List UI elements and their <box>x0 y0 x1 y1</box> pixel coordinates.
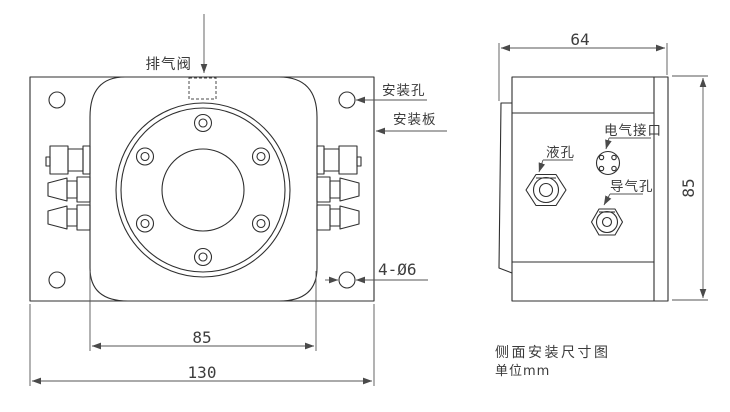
corner-mounting-hole-bottom-right <box>338 271 356 289</box>
side-view: 液孔 电气接口 导气孔 64 <box>498 30 708 302</box>
fitting-cylinder <box>323 148 340 172</box>
front-view: 排气阀 安装孔 <box>29 14 447 386</box>
bolt-hole <box>135 214 155 233</box>
fitting-nub <box>45 156 51 167</box>
left-fittings <box>45 145 91 231</box>
exhaust-valve-port <box>188 77 217 100</box>
air-port-fitting <box>590 208 624 236</box>
fitting-cylinder <box>329 208 341 227</box>
bolt-hole-inner <box>198 252 208 262</box>
body-outline <box>89 76 318 302</box>
bolt-hole-inner <box>256 218 266 229</box>
air-port-leader <box>603 193 612 206</box>
fitting-cylinder <box>329 180 341 199</box>
bolt-hole <box>251 214 271 233</box>
electrical-connector <box>595 150 621 176</box>
bolt-hole-inner <box>198 118 208 128</box>
fitting-head <box>338 145 358 175</box>
liquid-port-label: 液孔 <box>546 145 575 161</box>
bolt-hole <box>135 147 155 166</box>
center-bore-circle <box>161 148 245 232</box>
dimension-depth: 64 <box>498 30 668 101</box>
fitting-cone <box>339 177 360 202</box>
dimension-plate-width: 130 <box>29 304 375 386</box>
corner-mounting-hole-bottom-left <box>48 271 66 289</box>
dimension-height: 85 <box>672 75 708 301</box>
right-fittings <box>316 145 362 231</box>
bolt-hole-inner <box>140 218 150 229</box>
dimension-value: 130 <box>188 363 217 382</box>
exhaust-valve-label: 排气阀 <box>146 56 193 73</box>
bolt-hole-inner <box>256 151 266 162</box>
connector-body <box>595 150 621 176</box>
hex-nut <box>590 208 624 236</box>
port-outer-circle <box>595 210 619 234</box>
fitting-collar <box>76 204 91 231</box>
caption-unit: 单位mm <box>495 364 550 379</box>
dimension-body-width: 85 <box>89 271 317 351</box>
connector-pin <box>611 165 617 172</box>
fitting-cone <box>47 177 68 202</box>
dimension-value: 64 <box>570 30 589 49</box>
fitting-nub <box>356 156 362 167</box>
bolt-hole <box>193 247 213 267</box>
fitting-cylinder <box>66 180 78 199</box>
liquid-port-leader <box>538 159 546 173</box>
electrical-port-label: 电气接口 <box>604 122 662 139</box>
electrical-port-leader <box>605 137 612 150</box>
fitting-cylinder <box>67 148 84 172</box>
connector-pin <box>611 154 617 161</box>
bolt-hole <box>193 113 213 133</box>
corner-mounting-hole-top-right <box>338 91 356 109</box>
flange-inner-ring <box>120 107 286 273</box>
dimension-value: 85 <box>679 178 698 197</box>
bolt-hole <box>251 147 271 166</box>
fitting-cylinder <box>66 208 78 227</box>
fitting-collar <box>316 204 331 231</box>
dimension-value: 85 <box>192 328 211 347</box>
caption-title: 侧面安装尺寸图 <box>495 345 611 361</box>
caption-block: 侧面安装尺寸图 单位mm <box>495 345 611 379</box>
bolt-hole-inner <box>140 151 150 162</box>
side-plate-edge <box>498 102 513 274</box>
port-inner-circle <box>538 182 554 198</box>
fitting-cone <box>339 205 360 230</box>
liquid-port-fitting <box>525 173 567 207</box>
air-port-label: 导气孔 <box>610 179 654 195</box>
side-body-outline <box>511 76 669 302</box>
flange-bolt-holes <box>135 113 271 267</box>
fitting-collar <box>316 176 331 203</box>
connector-pin <box>598 154 605 161</box>
fitting-collar <box>82 145 91 175</box>
fitting-collar <box>316 145 325 175</box>
hole-note-label: 4-Ø6 <box>378 260 417 279</box>
hex-nut <box>525 173 567 207</box>
fitting-head <box>49 145 69 175</box>
fitting-collar <box>76 176 91 203</box>
mounting-hole-label: 安装孔 <box>382 83 426 99</box>
mounting-plate-outline <box>29 76 375 302</box>
fitting-cone <box>47 205 68 230</box>
mounting-plate-label: 安装板 <box>393 112 437 128</box>
port-outer-circle <box>532 176 560 204</box>
port-inner-circle <box>601 216 613 228</box>
corner-mounting-hole-top-left <box>48 91 66 109</box>
flange-outer-circle <box>115 102 291 278</box>
connector-pin <box>598 165 605 172</box>
